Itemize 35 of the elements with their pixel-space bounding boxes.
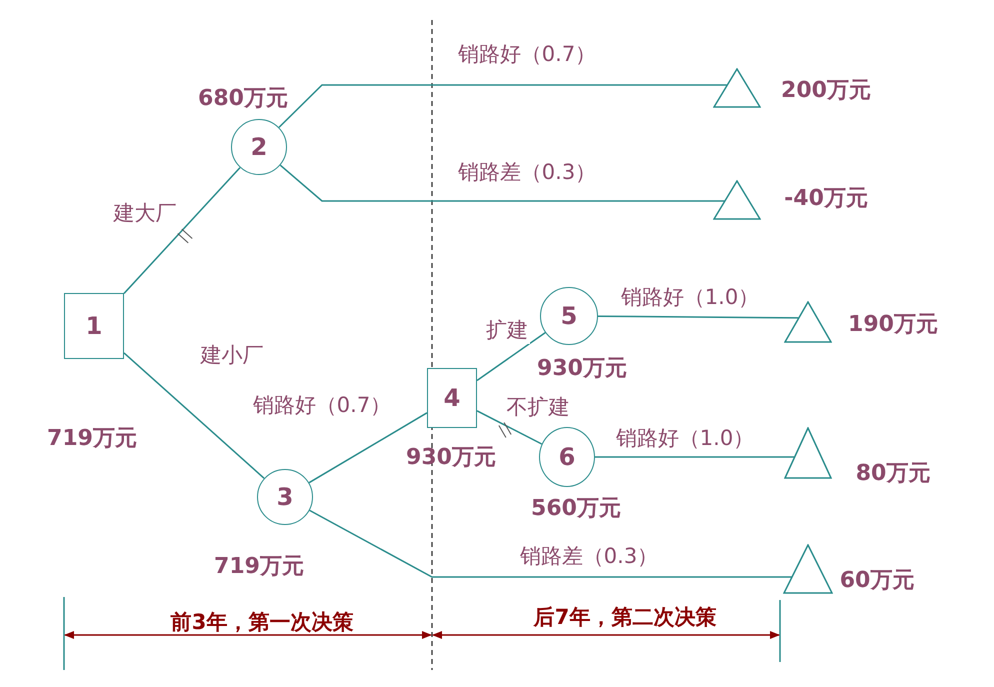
triangle-node <box>713 68 761 108</box>
branch-line <box>280 164 724 202</box>
branch-line <box>124 352 265 479</box>
value-label: 930万元 <box>406 444 496 472</box>
value-label: -40万元 <box>784 185 868 213</box>
value-label: 80万元 <box>856 460 930 488</box>
chance-node: 6 <box>539 427 595 487</box>
edge-label: 扩建 <box>484 316 530 344</box>
period-label: 前3年，第一次决策 <box>170 609 354 636</box>
value-label: 680万元 <box>198 85 288 113</box>
period-label: 后7年，第二次决策 <box>534 604 716 631</box>
decision-node: 4 <box>427 368 477 428</box>
value-label: 190万元 <box>848 311 938 339</box>
value-label: 930万元 <box>537 355 627 383</box>
decision-node: 1 <box>64 293 124 359</box>
triangle-node <box>784 301 832 343</box>
branch-line <box>476 410 542 445</box>
chance-node: 5 <box>540 287 598 345</box>
triangle-node <box>784 427 832 479</box>
branch-line <box>123 167 241 294</box>
value-label: 60万元 <box>840 567 914 595</box>
branch-line <box>278 84 727 128</box>
branch-line <box>309 510 792 578</box>
chance-node: 2 <box>231 119 287 175</box>
value-label: 719万元 <box>214 553 304 581</box>
triangle-node <box>783 544 833 594</box>
value-label: 719万元 <box>47 425 137 453</box>
branch-line <box>476 332 546 382</box>
value-label: 560万元 <box>531 495 621 523</box>
branch-line <box>308 412 428 484</box>
branch-line <box>598 315 798 319</box>
branch-line <box>595 456 794 458</box>
value-label: 200万元 <box>781 77 871 105</box>
triangle-node <box>713 180 761 220</box>
chance-node: 3 <box>257 469 313 525</box>
